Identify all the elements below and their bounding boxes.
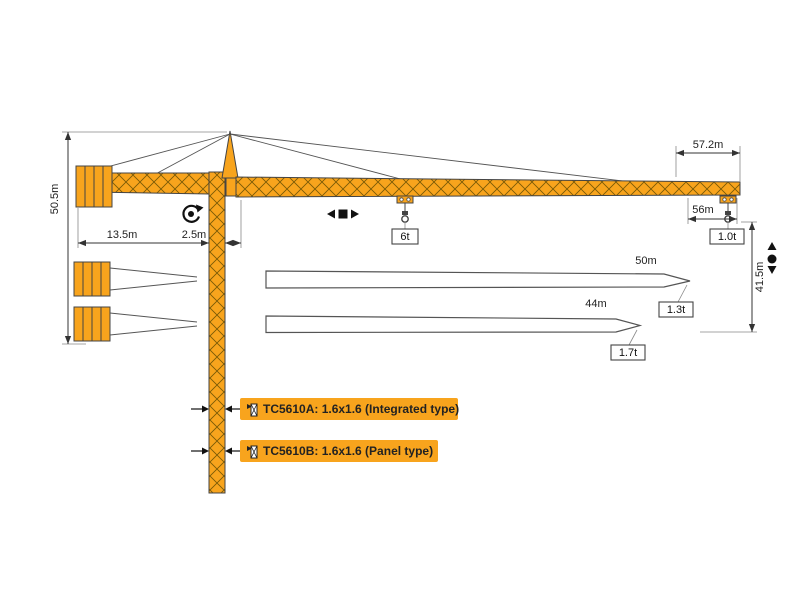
mast-section-arrows-a — [191, 405, 240, 413]
rotation-icon — [182, 204, 204, 223]
dimension-right-height: 41.5m — [700, 221, 766, 333]
dim-label-jib-offset: 2.5m — [182, 229, 206, 241]
jib-variant-44m: 44m — [265, 298, 643, 346]
tower-mast — [208, 171, 226, 494]
dim-label-tip-radius: 56m — [692, 204, 713, 216]
trolley-hook — [396, 195, 414, 229]
mast-section-arrows-b — [191, 447, 240, 455]
counterweight — [75, 165, 113, 208]
dim-label-counter-jib: 13.5m — [107, 229, 138, 241]
load-label-tip-main: 1.0t — [718, 231, 736, 243]
dimension-tower-height: 50.5m — [49, 131, 227, 345]
model-label-b: TC5610B: 1.6x1.6 (Panel type) — [240, 440, 438, 462]
model-b-text: TC5610B: 1.6x1.6 (Panel type) — [263, 444, 433, 458]
ballast-stack-lower — [73, 306, 198, 342]
load-badge-trolley: 6t — [391, 228, 419, 245]
trolley-travel-icon — [327, 209, 359, 219]
load-badge-tip-44: 1.7t — [610, 344, 646, 361]
dimension-jib-overall: 57.2m — [675, 139, 741, 182]
hoist-arrows-icon — [767, 242, 777, 274]
main-jib — [235, 176, 741, 198]
dimension-counter-jib: 13.5m 2.5m — [77, 200, 242, 248]
load-badge-tip-main: 1.0t — [709, 228, 745, 245]
apex-tie-lines — [91, 133, 649, 185]
jib-44m-label: 44m — [585, 298, 606, 310]
model-a-text: TC5610A: 1.6x1.6 (Integrated type) — [263, 402, 459, 416]
load-label-tip-44: 1.7t — [619, 347, 637, 359]
load-badge-tip-50: 1.3t — [658, 301, 694, 318]
mast-section-icon — [247, 445, 258, 459]
dim-label-tower-height: 50.5m — [49, 184, 61, 215]
mast-section-icon — [247, 403, 258, 417]
dimension-tip-radius: 56m — [687, 198, 738, 224]
dim-label-jib-overall: 57.2m — [693, 139, 724, 151]
tower-crane — [75, 130, 741, 494]
dim-label-right-height: 41.5m — [754, 262, 766, 293]
model-label-a: TC5610A: 1.6x1.6 (Integrated type) — [240, 398, 459, 420]
jib-variant-50m: 50m — [265, 255, 691, 303]
jib-50m-label: 50m — [635, 255, 656, 267]
load-label-tip-50: 1.3t — [667, 304, 685, 316]
ballast-stack-upper — [73, 261, 198, 297]
load-label-trolley: 6t — [400, 231, 409, 243]
